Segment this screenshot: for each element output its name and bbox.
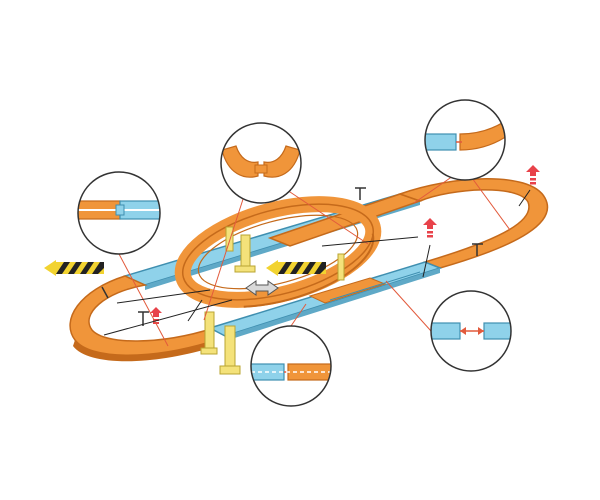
left-right-arrow-icon <box>245 280 279 296</box>
elevated-loop <box>174 196 382 308</box>
detail-blue-orange-joint-top-right <box>424 99 506 181</box>
track-layout <box>69 178 549 375</box>
hazard-arrow-icon <box>44 260 104 276</box>
straight-track-front <box>208 261 443 341</box>
lamp-post-icon <box>472 243 483 256</box>
support-pillars <box>200 226 345 375</box>
pointer-lines <box>103 175 531 347</box>
detail-blue-blue-joint-right <box>430 290 512 372</box>
hazard-arrow-icon <box>266 260 326 276</box>
lamp-post-icon <box>138 311 149 326</box>
detail-orange-blue-joint-left <box>77 171 161 255</box>
lamp-post-icon <box>355 187 366 200</box>
up-arrow-icon <box>423 218 437 238</box>
lamp-post-icon <box>101 286 109 299</box>
detail-blue-orange-joint-bottom <box>250 325 332 407</box>
curve-track-right <box>397 178 549 272</box>
up-arrow-icon <box>526 165 540 185</box>
detail-curved-orange-joint-top <box>220 122 302 204</box>
